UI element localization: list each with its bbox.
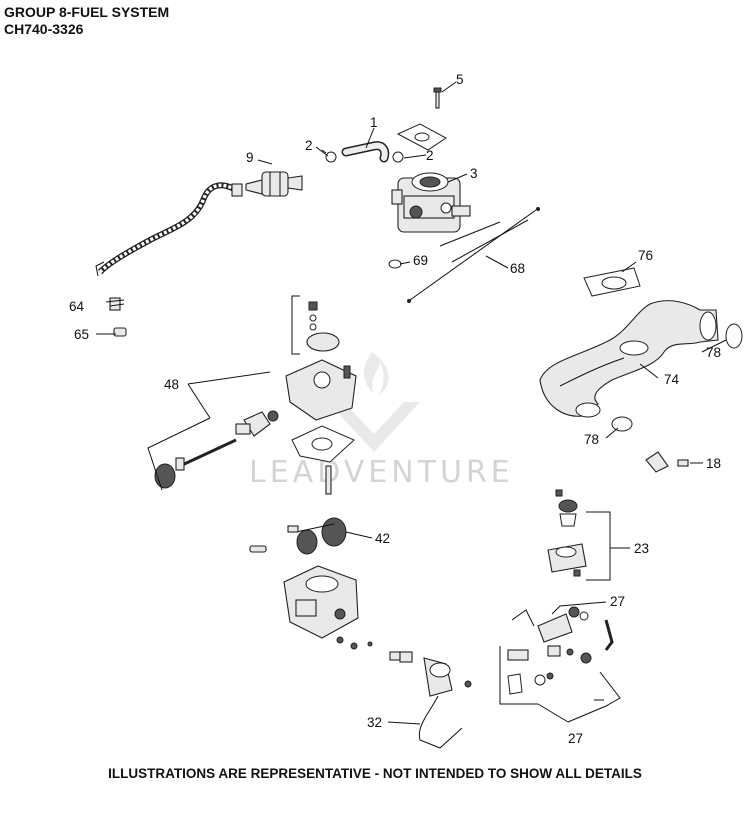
fuel-line-fitting bbox=[105, 297, 125, 311]
callout-27-lower: 27 bbox=[568, 731, 583, 746]
diagram-title: GROUP 8-FUEL SYSTEM bbox=[4, 4, 170, 20]
callout-27-upper: 27 bbox=[610, 594, 625, 609]
governor-kit-parts bbox=[507, 606, 614, 695]
callout-2-left: 2 bbox=[305, 138, 313, 153]
callout-23: 23 bbox=[634, 541, 649, 556]
carburetor-float bbox=[249, 517, 347, 555]
callout-78-lower: 78 bbox=[584, 432, 599, 447]
o-ring-lower bbox=[611, 416, 633, 432]
hose-clamp-right bbox=[392, 151, 404, 163]
callout-9: 9 bbox=[246, 150, 254, 165]
model-number: CH740-3326 bbox=[4, 21, 84, 37]
callout-69: 69 bbox=[413, 253, 428, 268]
bracket-clip bbox=[645, 451, 689, 473]
carburetor-assembly bbox=[391, 172, 471, 233]
callout-74: 74 bbox=[664, 372, 680, 387]
o-ring bbox=[388, 259, 402, 269]
fuel-line-hose bbox=[95, 182, 243, 277]
callout-1: 1 bbox=[370, 115, 378, 130]
callout-48: 48 bbox=[164, 377, 179, 392]
line-spacer bbox=[113, 327, 127, 337]
callout-76: 76 bbox=[638, 248, 653, 263]
watermark-logo bbox=[328, 352, 420, 452]
callout-32: 32 bbox=[367, 715, 382, 730]
callout-5: 5 bbox=[456, 72, 464, 87]
callout-78-upper: 78 bbox=[706, 345, 721, 360]
intake-manifold bbox=[539, 300, 719, 418]
hose-clamp-left bbox=[321, 149, 337, 163]
disclaimer-note: ILLUSTRATIONS ARE REPRESENTATIVE - NOT I… bbox=[108, 766, 642, 781]
callout-42: 42 bbox=[375, 531, 390, 546]
choke-cable bbox=[407, 207, 540, 303]
watermark-text: LEADVENTURE bbox=[249, 455, 514, 490]
callout-2-right: 2 bbox=[426, 148, 434, 163]
callout-68: 68 bbox=[510, 261, 525, 276]
o-ring-upper bbox=[725, 323, 743, 349]
pump-kit-parts bbox=[547, 489, 587, 577]
callout-18: 18 bbox=[706, 456, 721, 471]
carburetor-body bbox=[283, 565, 373, 650]
fuel-solenoid bbox=[389, 651, 472, 749]
fuel-hose-elbow bbox=[341, 141, 390, 163]
fuel-filter bbox=[245, 171, 303, 197]
gasket-kit-parts bbox=[154, 301, 357, 495]
leader-lines bbox=[96, 81, 727, 725]
callout-3: 3 bbox=[470, 166, 478, 181]
mounting-screw bbox=[433, 87, 442, 109]
callout-64: 64 bbox=[69, 299, 85, 314]
carburetor-gasket bbox=[396, 123, 447, 151]
callout-65: 65 bbox=[74, 327, 89, 342]
manifold-gasket bbox=[583, 267, 641, 297]
